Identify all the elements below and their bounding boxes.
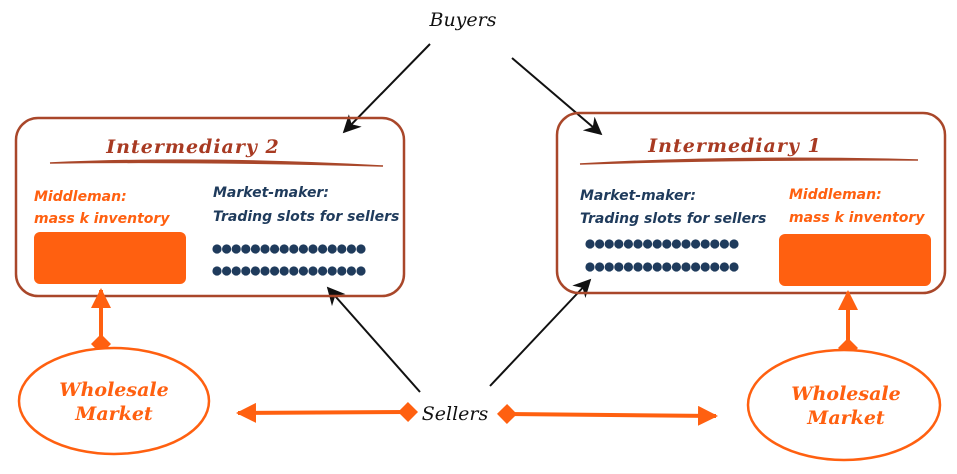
sellers-label: Sellers — [422, 403, 489, 425]
trading-slot-dot — [585, 262, 595, 272]
trading-slot-dot — [604, 239, 614, 249]
trading-slot-dot — [260, 244, 270, 254]
trading-slot-dot — [662, 239, 672, 249]
trading-slot-dot — [337, 266, 347, 276]
trading-slot-dot — [662, 262, 672, 272]
trading-slot-dot — [700, 262, 710, 272]
intermediary-2-middleman-label: Middleman: — [34, 189, 127, 205]
intermediary-1-inventory-block — [779, 234, 931, 286]
trading-slot-dot — [231, 266, 241, 276]
wholesale-left-line2: Market — [74, 403, 153, 425]
trading-slot-dot — [212, 244, 222, 254]
buyers-label: Buyers — [428, 9, 496, 31]
arrow-sellers-to-intermediary-2 — [326, 286, 421, 393]
trading-slot-dot — [337, 244, 347, 254]
intermediary-1-marketmaker-label: Market-maker: — [580, 188, 696, 204]
trading-slot-dot — [595, 239, 605, 249]
trading-slot-dot — [241, 244, 251, 254]
trading-slot-dot — [729, 239, 739, 249]
intermediary-2-box: Intermediary 2 Middleman: mass k invento… — [14, 116, 406, 298]
trading-slot-dot — [681, 262, 691, 272]
trading-slot-dot — [260, 266, 270, 276]
trading-slot-dot — [289, 266, 299, 276]
trading-slot-dot — [652, 262, 662, 272]
trading-slot-dot — [250, 244, 260, 254]
trading-slot-dot — [270, 266, 280, 276]
trading-slot-dot — [691, 239, 701, 249]
trading-slot-dot — [346, 244, 356, 254]
trading-slot-dot — [623, 239, 634, 249]
intermediary-1-trading-slots — [585, 239, 739, 272]
trading-slot-dot — [633, 262, 643, 272]
trading-slot-dot — [710, 262, 720, 272]
intermediary-1-middleman-desc: mass k inventory — [789, 210, 925, 226]
arrow-buyers-to-intermediary-1 — [511, 57, 603, 136]
intermediary-2-title-underline — [49, 159, 384, 167]
intermediary-1-box: Intermediary 1 Market-maker: Trading slo… — [555, 111, 947, 295]
intermediary-1-marketmaker-desc: Trading slots for sellers — [580, 211, 766, 227]
intermediary-2-trading-slots — [212, 244, 366, 276]
trading-slot-dot — [318, 244, 328, 254]
connector-sellers-to-left-wholesale — [236, 402, 418, 423]
wholesale-right-line2: Market — [806, 407, 885, 429]
intermediary-1-title: Intermediary 1 — [647, 135, 821, 157]
connector-sellers-to-right-wholesale — [497, 404, 718, 426]
trading-slot-dot — [604, 262, 614, 272]
trading-slot-dot — [691, 262, 701, 272]
trading-slot-dot — [700, 239, 710, 249]
trading-slot-dot — [719, 262, 730, 272]
trading-slot-dot — [614, 262, 624, 272]
trading-slot-dot — [327, 266, 337, 276]
trading-slot-dot — [595, 262, 605, 272]
trading-slot-dot — [212, 266, 222, 276]
trading-slot-dot — [671, 239, 682, 249]
trading-slot-dot — [298, 244, 308, 254]
intermediary-2-inventory-block — [34, 232, 186, 284]
trading-slot-dot — [643, 262, 653, 272]
trading-slot-dot — [241, 266, 251, 276]
trading-slot-dot — [671, 262, 682, 272]
trading-slot-dot — [623, 262, 634, 272]
trading-slot-dot — [346, 266, 356, 276]
trading-slot-dot — [279, 266, 289, 276]
trading-slot-dot — [298, 266, 308, 276]
trading-slot-dot — [289, 244, 299, 254]
arrow-sellers-to-intermediary-1 — [489, 278, 592, 387]
trading-slot-dot — [318, 266, 328, 276]
trading-slot-dot — [710, 239, 720, 249]
intermediary-2-middleman-desc: mass k inventory — [34, 211, 170, 227]
wholesale-right-line1: Wholesale — [791, 383, 900, 405]
wholesale-market-left: Wholesale Market — [17, 346, 211, 456]
trading-slot-dot — [356, 266, 366, 276]
intermediary-1-middleman-label: Middleman: — [789, 187, 882, 203]
trading-slot-dot — [250, 266, 260, 276]
trading-slot-dot — [222, 266, 232, 276]
intermediary-2-title: Intermediary 2 — [105, 136, 279, 158]
trading-slot-dot — [270, 244, 280, 254]
trading-slot-dot — [643, 239, 653, 249]
trading-slot-dot — [729, 262, 739, 272]
intermediary-2-marketmaker-desc: Trading slots for sellers — [213, 209, 399, 225]
trading-slot-dot — [585, 239, 595, 249]
trading-slot-dot — [633, 239, 643, 249]
trading-slot-dot — [327, 244, 337, 254]
trading-slot-dot — [279, 244, 289, 254]
trading-slot-dot — [222, 244, 232, 254]
trading-slot-dot — [356, 244, 366, 254]
trading-slot-dot — [652, 239, 662, 249]
trading-slot-dot — [719, 239, 730, 249]
trading-slot-dot — [308, 244, 318, 254]
intermediary-2-marketmaker-label: Market-maker: — [213, 185, 329, 201]
trading-slot-dot — [308, 266, 318, 276]
trading-slot-dot — [681, 239, 691, 249]
wholesale-market-right: Wholesale Market — [746, 348, 942, 462]
wholesale-left-line1: Wholesale — [59, 379, 168, 401]
intermediary-1-title-underline — [579, 157, 919, 165]
trading-slot-dot — [614, 239, 624, 249]
trading-slot-dot — [231, 244, 241, 254]
